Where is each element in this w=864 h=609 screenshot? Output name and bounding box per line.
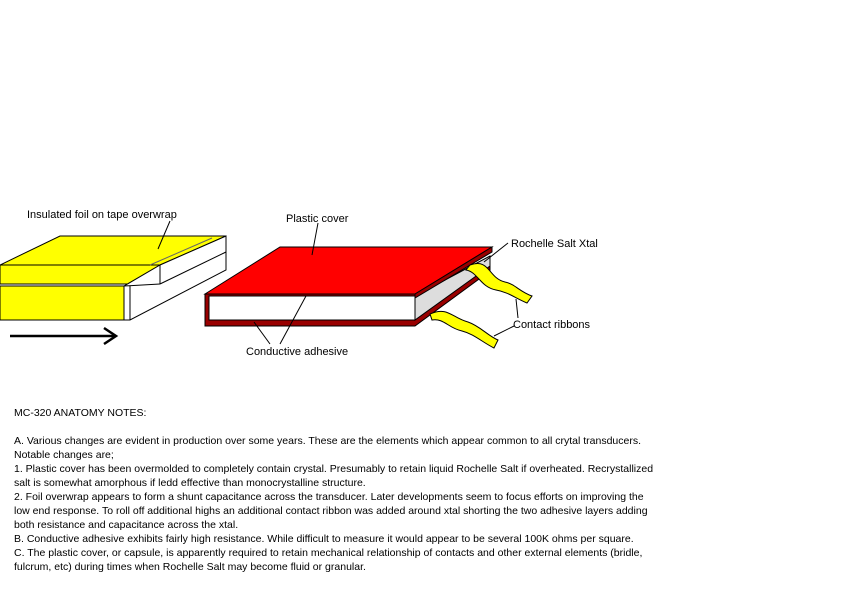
foil-overwrap-assembly bbox=[0, 235, 227, 321]
notes-line: both resistance and capacitance across t… bbox=[14, 519, 239, 531]
notes-line: B. Conductive adhesive exhibits fairly h… bbox=[14, 533, 634, 545]
plastic-cover-edge bbox=[414, 246, 493, 299]
label-rochelle-salt: Rochelle Salt Xtal bbox=[511, 238, 598, 250]
notes-line: salt is somewhat amorphous if ledd effec… bbox=[14, 477, 366, 489]
contact-ribbon-lower bbox=[429, 310, 499, 349]
notes-line: 2. Foil overwrap appears to form a shunt… bbox=[14, 491, 644, 503]
label-insulated-foil: Insulated foil on tape overwrap bbox=[27, 209, 177, 221]
ribbon-leader-upper bbox=[515, 298, 519, 319]
label-conductive-adhesive: Conductive adhesive bbox=[246, 346, 348, 358]
contact-ribbon-upper bbox=[465, 263, 533, 304]
foil-leader-line bbox=[157, 220, 171, 250]
adhesive-leader-1 bbox=[253, 321, 271, 345]
crystal-front-face bbox=[208, 295, 416, 321]
notes-line: low end response. To roll off additional… bbox=[14, 505, 648, 517]
notes-line: fulcrum, etc) during times when Rochelle… bbox=[14, 561, 366, 573]
anatomy-notes: MC-320 ANATOMY NOTES: A. Various changes… bbox=[14, 406, 714, 574]
anatomy-diagram: Insulated foil on tape overwrap Plastic … bbox=[0, 209, 598, 358]
notes-line: 1. Plastic cover has been overmolded to … bbox=[14, 463, 654, 475]
xtal-leader-line bbox=[483, 242, 509, 263]
notes-line: A. Various changes are evident in produc… bbox=[14, 435, 642, 447]
notes-title: MC-320 ANATOMY NOTES: bbox=[14, 407, 147, 419]
label-plastic-cover: Plastic cover bbox=[286, 213, 349, 225]
arrow-right-icon bbox=[10, 326, 119, 346]
ribbon-leader-lower bbox=[493, 325, 515, 337]
notes-line: C. The plastic cover, or capsule, is app… bbox=[14, 547, 643, 559]
cover-leader-line bbox=[311, 222, 319, 256]
notes-spacer bbox=[14, 420, 714, 434]
crystal-capsule bbox=[203, 246, 494, 327]
foil-front-lower bbox=[0, 285, 125, 321]
adhesive-leader-2 bbox=[279, 295, 307, 345]
label-contact-ribbons: Contact ribbons bbox=[513, 319, 591, 331]
notes-line: Notable changes are; bbox=[14, 449, 114, 461]
